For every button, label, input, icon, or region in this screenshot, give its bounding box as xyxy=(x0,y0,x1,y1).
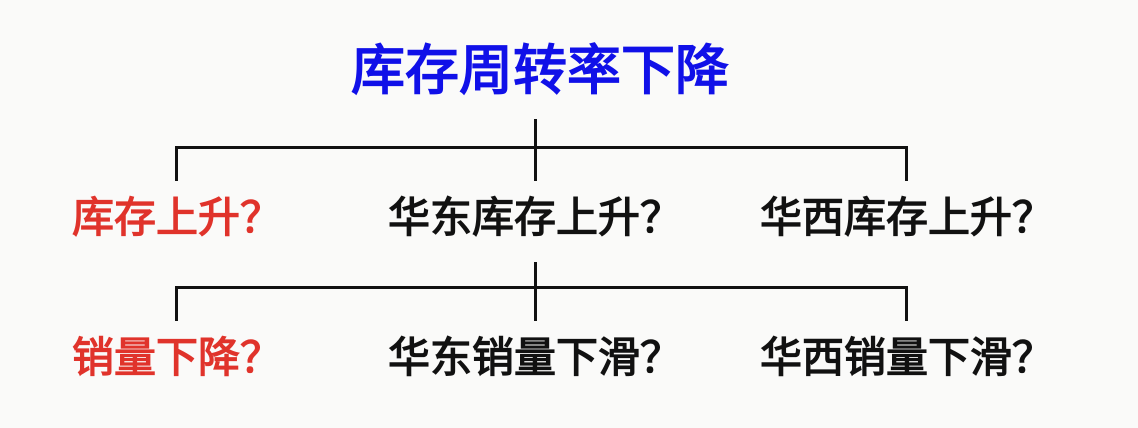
connector-right-drop xyxy=(905,286,908,321)
connector-left-drop xyxy=(175,146,178,181)
level-2-category: 销量下降？ xyxy=(72,333,283,382)
connector-stem xyxy=(534,119,537,181)
level-2-branch-west: 华西销量下滑？ xyxy=(760,333,1055,382)
level-2-branch-east: 华东销量下滑？ xyxy=(388,333,683,382)
diagram-title: 库存周转率下降 xyxy=(351,39,729,102)
connector-bar xyxy=(175,146,908,149)
level-1-branch-east: 华东库存上升？ xyxy=(388,193,683,242)
level-1-category: 库存上升？ xyxy=(72,193,283,242)
connector-bar xyxy=(175,286,908,289)
level-1-branch-west: 华西库存上升？ xyxy=(760,193,1055,242)
connector-right-drop xyxy=(905,146,908,181)
connector-stem xyxy=(534,262,537,321)
connector-left-drop xyxy=(175,286,178,321)
